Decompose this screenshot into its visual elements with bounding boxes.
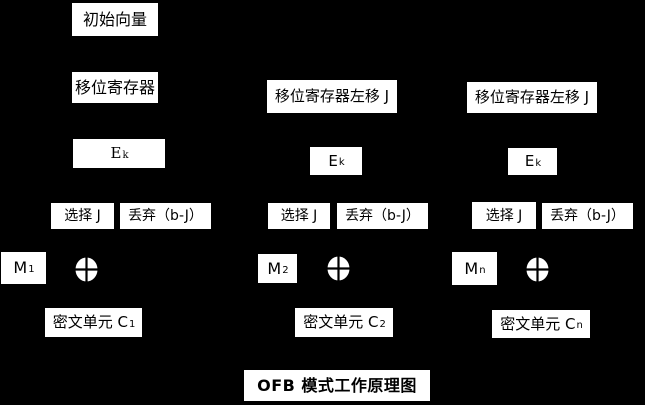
initial-vector-box: 初始向量 (72, 3, 158, 36)
ciphertext-label: 密文单元 C (500, 314, 576, 333)
shift-register-left-box-2: 移位寄存器左移 J (267, 80, 397, 113)
shift-register-left-box-3: 移位寄存器左移 J (467, 82, 597, 113)
encrypt-label: E (524, 152, 535, 170)
message-label: M (13, 258, 28, 277)
ciphertext-label: 密文单元 C (303, 313, 379, 331)
xor-icon (526, 257, 549, 282)
select-j-box-3: 选择 J (472, 202, 536, 229)
xor-icon (75, 257, 98, 282)
message-label: M (464, 258, 479, 278)
diagram-title: OFB 模式工作原理图 (244, 370, 430, 401)
discard-box-1: 丢弃（b-J） (120, 203, 211, 229)
discard-box-3: 丢弃（b-J） (542, 203, 633, 229)
ciphertext-label: 密文单元 C (52, 313, 128, 331)
discard-box-2: 丢弃（b-J） (337, 203, 428, 229)
encrypt-label: E (328, 151, 338, 170)
select-j-box-2: 选择 J (268, 203, 330, 229)
select-j-box-1: 选择 J (51, 203, 114, 229)
message-label: M (267, 258, 282, 278)
xor-icon (327, 256, 350, 281)
shift-register-box: 移位寄存器 (72, 72, 158, 103)
encrypt-label: E (110, 144, 122, 162)
